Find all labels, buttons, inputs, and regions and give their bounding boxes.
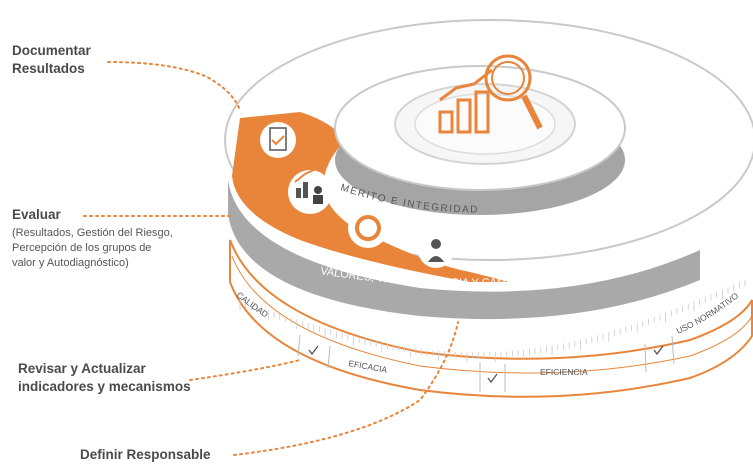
definir-label: Definir Responsable xyxy=(80,447,211,462)
team-growth-icon xyxy=(288,167,332,214)
check-icon xyxy=(308,345,664,384)
evaluar-detail-line1: (Resultados, Gestión del Riesgo, xyxy=(12,227,173,239)
revisar-label: Revisar y Actualizar indicadores y mecan… xyxy=(18,360,191,396)
definir-leader xyxy=(233,321,459,456)
ruler-band xyxy=(229,239,753,398)
document-check-icon xyxy=(260,122,296,158)
orange-sector xyxy=(232,112,510,282)
gray-band xyxy=(228,180,700,320)
chart-magnifier-icon xyxy=(438,54,543,134)
evaluar-detail-line2: Percepción de los grupos de xyxy=(12,242,152,254)
documentar-label: Documentar Resultados xyxy=(12,42,91,78)
revisar-leader xyxy=(189,359,301,381)
revisar-line1: Revisar y Actualizar xyxy=(18,361,146,376)
eficiencia-label: EFICIENCIA xyxy=(540,367,588,377)
evaluar-detail-line3: valor y Autodiagnóstico) xyxy=(12,257,129,269)
documentar-leader xyxy=(107,61,241,111)
documentar-line2: Resultados xyxy=(12,61,85,76)
evaluar-title: Evaluar xyxy=(12,207,61,222)
person-icon xyxy=(418,232,454,268)
documentar-line1: Documentar xyxy=(12,43,91,58)
cycle-icon xyxy=(348,208,388,248)
evaluar-detail: (Resultados, Gestión del Riesgo, Percepc… xyxy=(12,226,242,271)
revisar-line2: indicadores y mecanismos xyxy=(18,379,191,394)
